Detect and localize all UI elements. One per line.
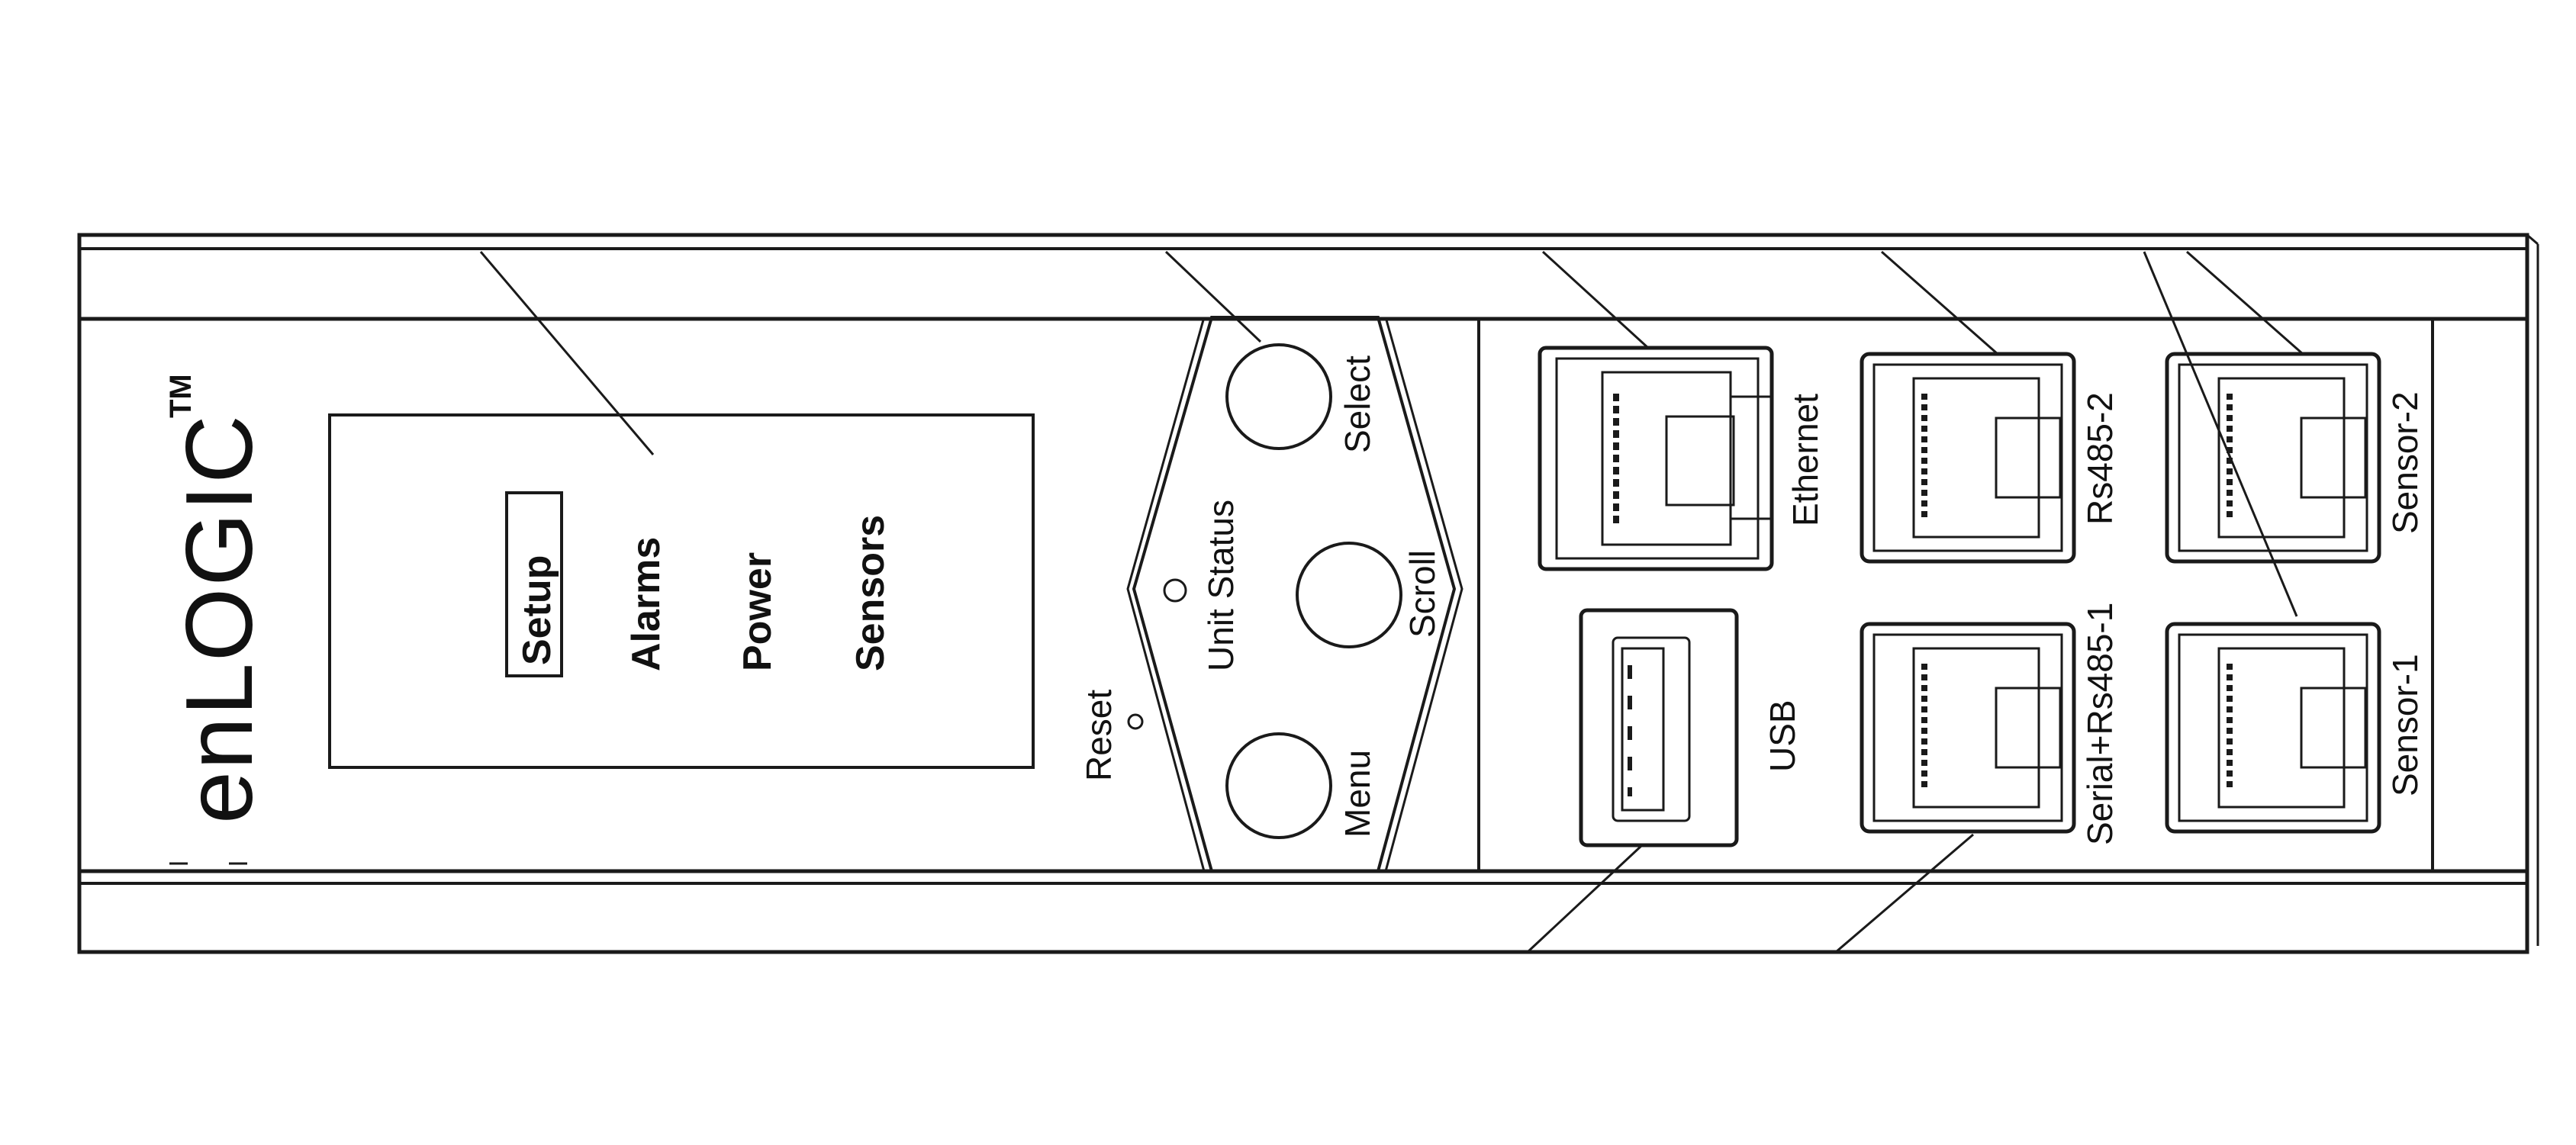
rs485-2-port[interactable]: Rs485-2: [1860, 352, 2120, 564]
leader-line-select: [1164, 250, 1262, 343]
leader-line-sensor-1: [2143, 251, 2298, 617]
sensor-2-port[interactable]: Sensor-2: [2165, 352, 2425, 564]
leader-line-sensor-2: [2186, 250, 2304, 355]
sensor-1-port[interactable]: Sensor-1: [2165, 622, 2425, 834]
reset-pinhole[interactable]: [1127, 713, 1144, 730]
display-item-power: Power: [736, 552, 780, 671]
serial-rs485-1-label: Serial+Rs485-1: [2080, 603, 2120, 845]
rs485-2-label: Rs485-2: [2080, 392, 2120, 525]
sensor-1-label: Sensor-1: [2385, 654, 2425, 796]
unit-status-label: Unit Status: [1201, 500, 1241, 671]
ethernet-label: Ethernet: [1785, 394, 1825, 526]
scroll-label: Scroll: [1402, 550, 1442, 638]
control-panel: Select Scroll Menu Unit Status Reset: [1079, 316, 1463, 873]
logo-text: enLOGIC: [167, 413, 272, 824]
menu-label: Menu: [1338, 750, 1377, 838]
sensor-2-label: Sensor-2: [2385, 391, 2425, 534]
usb-port[interactable]: USB: [1579, 608, 1802, 847]
display-selection-box: [505, 491, 563, 677]
unit-status-led: [1163, 578, 1187, 603]
leader-line-serial: [1835, 833, 1974, 954]
menu-button[interactable]: [1225, 732, 1332, 839]
housing: [77, 233, 2539, 954]
display-item-sensors: Sensors: [848, 515, 893, 671]
serial-rs485-1-port[interactable]: Serial+Rs485-1: [1860, 603, 2120, 845]
leader-line-rs485-2: [1881, 250, 1998, 355]
lcd-display: Setup Alarms Power Sensors: [328, 413, 1035, 769]
scroll-button[interactable]: [1296, 542, 1402, 648]
select-label: Select: [1338, 355, 1377, 453]
ethernet-port[interactable]: Ethernet: [1538, 346, 1825, 571]
leader-lines: [479, 250, 2304, 954]
leader-line-ethernet: [1541, 250, 1650, 349]
logo: enLOGIC TM: [164, 374, 272, 824]
reset-label: Reset: [1079, 690, 1119, 781]
leader-line-usb: [1526, 844, 1644, 954]
select-button[interactable]: [1225, 343, 1332, 450]
leader-line-display: [479, 251, 655, 455]
display-item-alarms: Alarms: [624, 537, 668, 671]
trademark-mark: TM: [164, 374, 198, 418]
usb-label: USB: [1763, 700, 1802, 772]
display-item-setup: Setup: [515, 555, 559, 665]
